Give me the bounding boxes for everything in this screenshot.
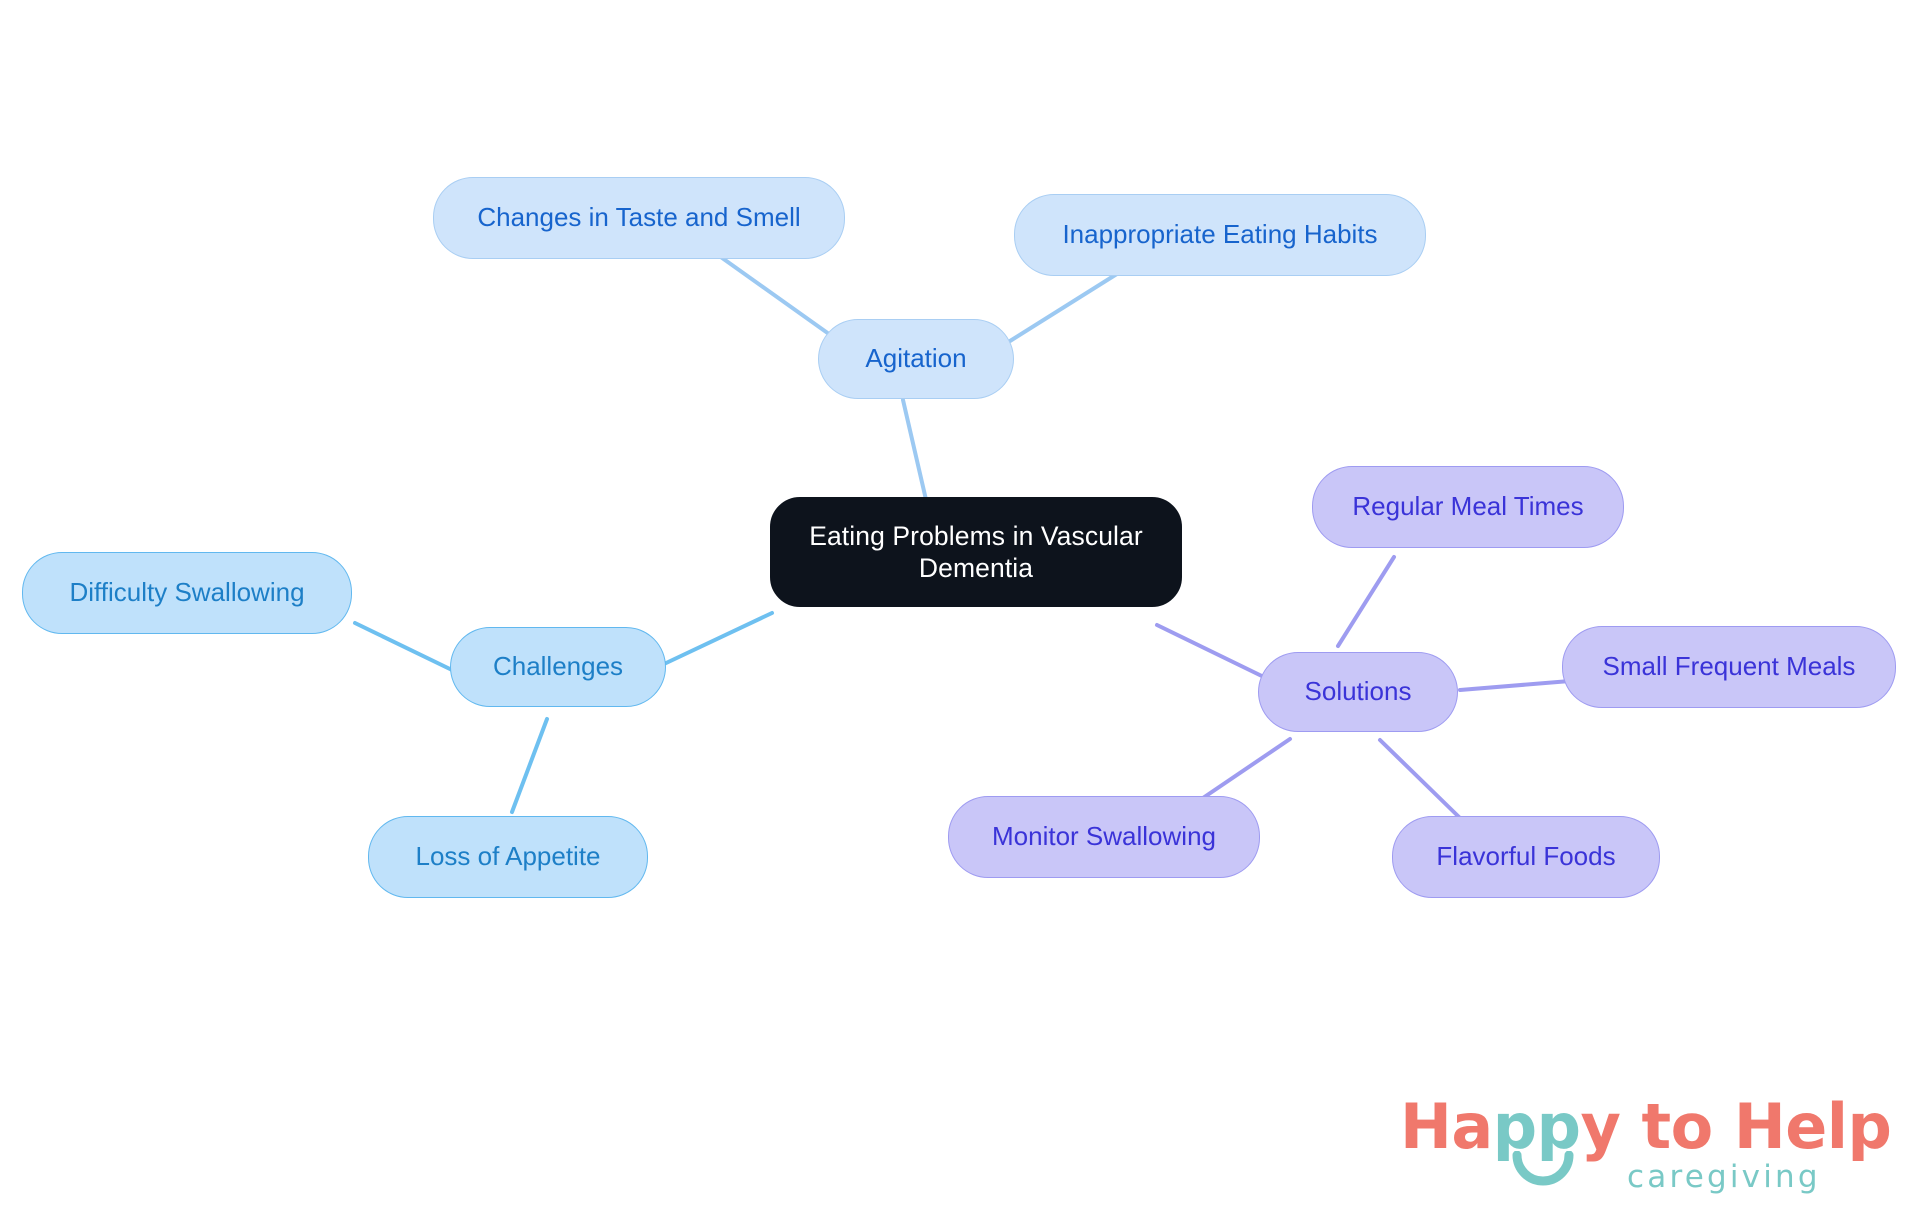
smile-arc-icon xyxy=(1512,1151,1574,1186)
edge-solutions-monitor-swallowing xyxy=(1198,737,1292,802)
mindmap-node-difficulty-swallowing[interactable]: Difficulty Swallowing xyxy=(22,552,352,634)
edge-solutions-regular-meal-times xyxy=(1336,555,1396,648)
mindmap-node-regular-meal-times[interactable]: Regular Meal Times xyxy=(1312,466,1624,548)
logo-text-pp: pp xyxy=(1492,1090,1581,1163)
mindmap-node-monitor-swallowing[interactable]: Monitor Swallowing xyxy=(948,796,1260,878)
mindmap-node-changes-in-taste-and-smell[interactable]: Changes in Taste and Smell xyxy=(433,177,845,259)
mindmap-node-inappropriate-eating-habits[interactable]: Inappropriate Eating Habits xyxy=(1014,194,1426,276)
logo-text-y-to: y to xyxy=(1580,1090,1734,1163)
mindmap-node-agitation[interactable]: Agitation xyxy=(818,319,1014,399)
edge-challenges-difficulty-swallowing xyxy=(353,621,454,672)
edge-root-challenges xyxy=(662,611,774,666)
logo-wordmark: Happy to Help xyxy=(1400,1096,1892,1158)
mindmap-node-solutions[interactable]: Solutions xyxy=(1258,652,1458,732)
edge-agitation-inappropriate-eating-habits xyxy=(1008,270,1122,343)
mindmap-node-flavorful-foods[interactable]: Flavorful Foods xyxy=(1392,816,1660,898)
mindmap-node-loss-of-appetite[interactable]: Loss of Appetite xyxy=(368,816,648,898)
mindmap-node-small-frequent-meals[interactable]: Small Frequent Meals xyxy=(1562,626,1896,708)
mindmap-root-node[interactable]: Eating Problems in Vascular Dementia xyxy=(770,497,1182,607)
logo-tagline: caregiving xyxy=(1627,1159,1821,1195)
edge-solutions-flavorful-foods xyxy=(1378,738,1462,820)
logo-text-help: Help xyxy=(1733,1090,1892,1163)
edge-root-solutions xyxy=(1155,623,1272,682)
edge-challenges-loss-of-appetite xyxy=(510,717,549,814)
edge-agitation-changes-taste-smell xyxy=(716,253,838,341)
mindmap-node-challenges[interactable]: Challenges xyxy=(450,627,666,707)
happy-to-help-logo: Happy to Help caregiving xyxy=(1400,1096,1892,1208)
edge-solutions-small-frequent-meals xyxy=(1458,679,1572,692)
logo-text-ha: Ha xyxy=(1400,1090,1493,1163)
